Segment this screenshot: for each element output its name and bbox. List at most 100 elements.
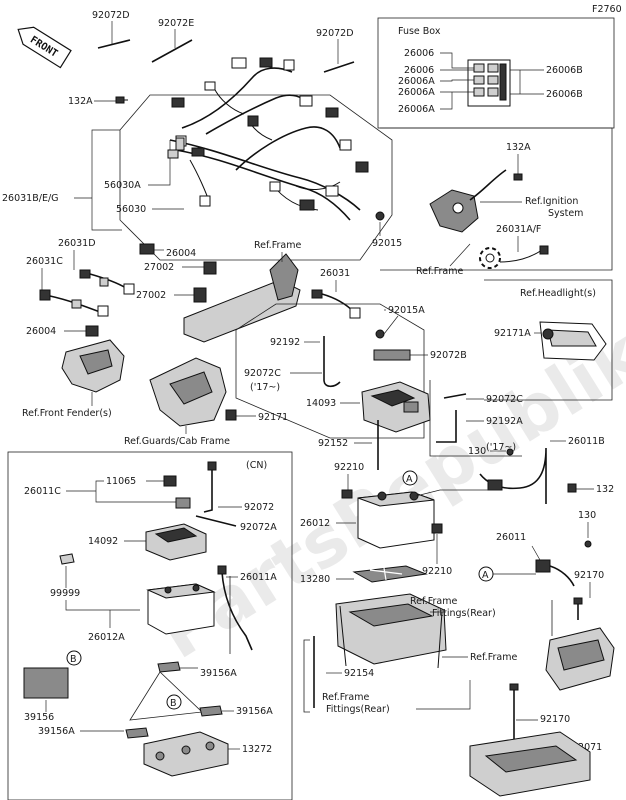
cable-tie-92072a <box>195 515 237 527</box>
fuse-box-title: Fuse Box <box>398 26 441 37</box>
label-130-a: 130 <box>468 446 486 457</box>
label-39156a-c: 39156A <box>38 726 75 737</box>
label-26012: 26012 <box>300 518 330 529</box>
label-26031: 26031 <box>320 268 350 279</box>
ref-guards-cab-frame: Ref.Guards/Cab Frame <box>124 436 230 447</box>
ref-fittings-b1: Ref.Frame <box>322 692 369 703</box>
label-13272: 13272 <box>242 744 272 755</box>
label-92072c-b: 92072C <box>486 394 523 405</box>
label-26031af: 26031A/F <box>496 224 541 235</box>
label-92072c-a: 92072C <box>244 368 281 379</box>
bolt-130-a-icon <box>506 448 514 456</box>
label-92152: 92152 <box>318 438 348 449</box>
label-26006a-a: 26006A <box>398 76 435 87</box>
headlight-area-outline <box>484 279 613 401</box>
cable-tie-92072d-b <box>323 61 355 73</box>
label-26006b-a: 26006B <box>546 65 583 76</box>
callout-a1: A <box>402 470 418 486</box>
label-26012a: 26012A <box>88 632 125 643</box>
harness-26031d <box>79 269 135 295</box>
label-14093: 14093 <box>306 398 336 409</box>
guards-cab-frame-icon <box>149 357 227 427</box>
bolt-132a-a-icon <box>115 96 128 104</box>
strap-92170-a-icon <box>573 597 583 620</box>
ref-ignition-2: System <box>548 208 583 219</box>
cap-11065-icon <box>163 475 177 487</box>
battery-case-14092-icon <box>145 523 207 561</box>
pad-group-outline <box>129 671 203 721</box>
label-92072d-a: 92072D <box>92 10 130 21</box>
svg-text:B: B <box>170 698 177 709</box>
strap-92192 <box>323 336 341 388</box>
label-26006-a: 26006 <box>404 48 434 59</box>
label-92170-a: 92170 <box>574 570 604 581</box>
label-14092: 14092 <box>88 536 118 547</box>
label-92072b: 92072B <box>430 350 467 361</box>
ref-fittings-b2: Fittings(Rear) <box>326 704 390 715</box>
harness-26031af <box>499 249 543 263</box>
connector-26031af-icon <box>539 245 549 255</box>
label-13280: 13280 <box>300 574 330 585</box>
clamp-56030a-icon <box>175 137 185 151</box>
battery-pad-13280-icon <box>352 565 428 583</box>
label-132: 132 <box>596 484 614 495</box>
label-92072e: 92072E <box>158 18 194 29</box>
cable-26011b <box>479 447 547 504</box>
pad-39156a-b-icon <box>199 705 223 717</box>
label-39156: 39156 <box>24 712 54 723</box>
ref-frame-b: Ref.Frame <box>254 240 301 251</box>
cable-tie-92072d-a <box>97 39 131 49</box>
battery-case-14093-icon <box>361 381 431 433</box>
label-17-a: ('17~) <box>250 382 280 393</box>
fuse-box-icon <box>467 59 511 107</box>
battery-case-area-outline <box>235 303 425 439</box>
ref-fittings-a1: Ref.Frame <box>410 596 457 607</box>
nut-92210-a-icon <box>341 489 353 499</box>
label-26011c: 26011C <box>24 486 61 497</box>
connector-26004-b-icon <box>85 325 99 337</box>
label-99999: 99999 <box>50 588 80 599</box>
rear-frame-fittings-a-icon <box>545 627 615 691</box>
label-92072: 92072 <box>244 502 274 513</box>
battery-26012a-icon <box>146 583 216 635</box>
cn-box-title: (CN) <box>246 460 267 471</box>
label-132a-b: 132A <box>506 142 531 153</box>
label-92072d-b: 92072D <box>316 28 354 39</box>
label-39156a-b: 39156A <box>236 706 273 717</box>
label-92072a: 92072A <box>240 522 277 533</box>
cn-box-frame <box>7 451 293 800</box>
cable-26011c <box>175 461 217 513</box>
nut-92210-b-icon <box>431 523 443 534</box>
pad-39156a-a-icon <box>157 661 181 673</box>
clip-27002-b-icon <box>193 287 207 303</box>
svg-text:B: B <box>70 654 77 665</box>
gear-icon <box>479 247 501 269</box>
ref-fittings-a2: Fittings(Rear) <box>432 608 496 619</box>
label-92170-b: 92170 <box>540 714 570 725</box>
svg-text:A: A <box>482 570 489 581</box>
bolt-132a-b-icon <box>513 173 523 181</box>
label-26006a-c: 26006A <box>398 104 435 115</box>
label-130-b: 130 <box>578 510 596 521</box>
label-92210-b: 92210 <box>422 566 452 577</box>
label-26031c: 26031C <box>26 256 63 267</box>
clip-27002-a-icon <box>203 261 217 275</box>
label-26006a-b: 26006A <box>398 87 435 98</box>
clip-92015a-icon <box>375 329 385 339</box>
label-26004-b: 26004 <box>26 326 56 337</box>
frame-beam-icon <box>183 253 301 343</box>
plate-39156-icon <box>23 667 69 699</box>
label-26031d: 26031D <box>58 238 96 249</box>
strap-area-outline <box>429 380 522 457</box>
harness-26031 <box>311 289 361 319</box>
ref-headlight: Ref.Headlight(s) <box>520 288 596 299</box>
diagram-code: F2760 <box>592 4 622 15</box>
callout-b2: B <box>166 694 182 710</box>
strap-92192a <box>436 410 457 443</box>
label-92015a: 92015A <box>388 305 425 316</box>
label-92071: 92071 <box>572 742 602 753</box>
label-92015: 92015 <box>372 238 402 249</box>
bolt-92154-bracket <box>303 639 310 713</box>
label-11065: 11065 <box>106 476 136 487</box>
